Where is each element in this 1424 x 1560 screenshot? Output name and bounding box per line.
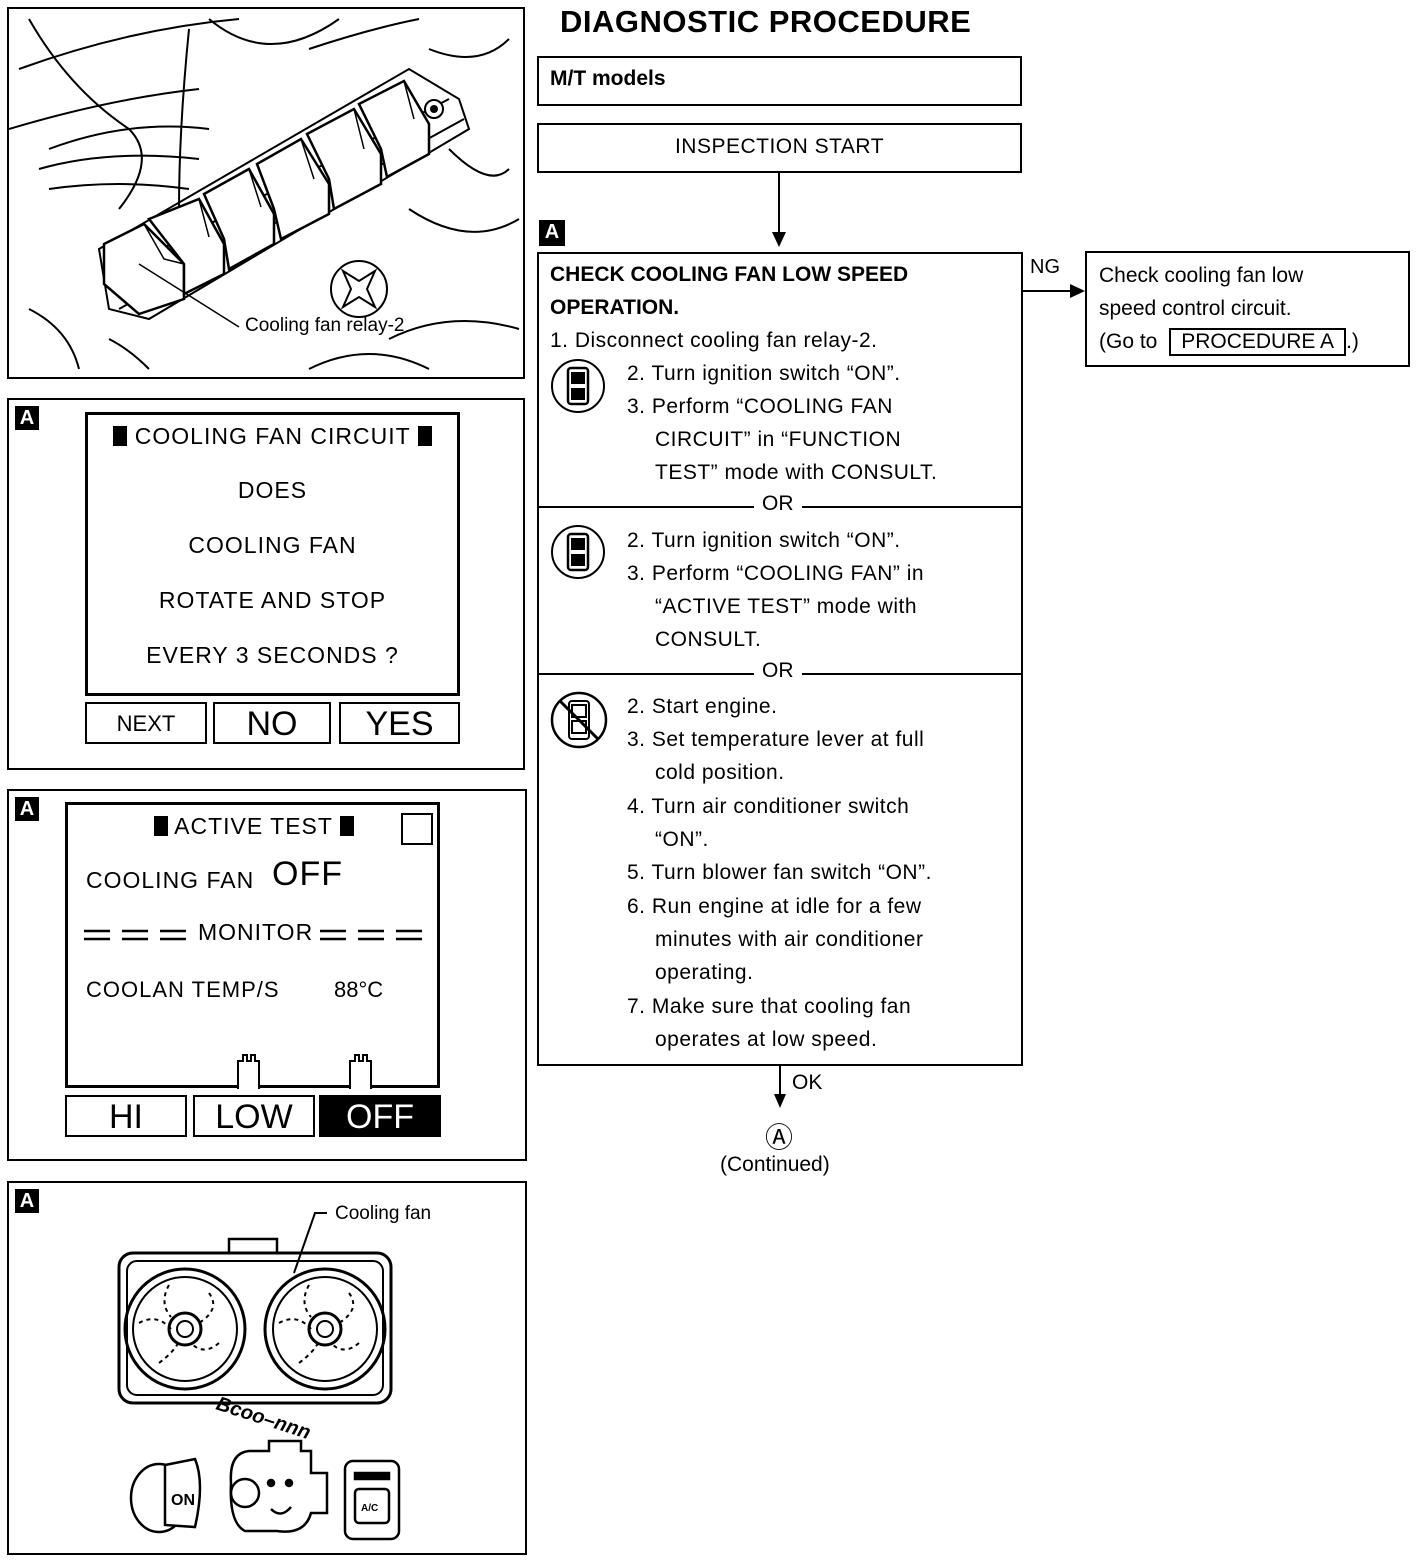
double-dash-icon xyxy=(320,929,422,941)
header-marker-icon xyxy=(113,426,128,446)
method3-step-4: 4. Turn air conditioner switch xyxy=(627,795,910,818)
header-marker-icon xyxy=(154,816,168,836)
off-button[interactable]: OFF xyxy=(319,1095,441,1137)
header-marker-icon xyxy=(339,816,354,836)
hand-pointer-icon xyxy=(237,1054,260,1089)
figure-tag: A xyxy=(15,406,39,430)
header-marker-icon xyxy=(417,426,432,446)
cooling-fan-figure: A Cooling fan Bcoo–nnn ON xyxy=(7,1181,527,1555)
monitor-label: MONITOR xyxy=(198,919,314,945)
method3-step-4-cont: “ON”. xyxy=(655,828,709,851)
ok-label: OK xyxy=(792,1071,823,1094)
section-tag: A xyxy=(539,220,565,246)
yes-button[interactable]: YES xyxy=(339,702,460,744)
ac-text: A/C xyxy=(361,1503,378,1514)
procedure-a-link[interactable]: PROCEDURE A xyxy=(1169,328,1347,356)
goto-line: (Go to PROCEDURE A.) xyxy=(1099,325,1359,358)
method1-step-2: 2. Turn ignition switch “ON”. xyxy=(627,362,901,385)
ng-label: NG xyxy=(1030,256,1060,278)
method3-step-3: 3. Set temperature lever at full xyxy=(627,728,925,751)
consult-screen: ACTIVE TEST COOLING FAN OFF MONITOR xyxy=(65,802,440,1089)
ng-arrow xyxy=(1022,284,1085,298)
figure-tag: A xyxy=(15,1189,39,1213)
goto-suffix: .) xyxy=(1346,330,1359,353)
model-box-label: M/T models xyxy=(550,67,666,90)
check-box: CHECK COOLING FAN LOW SPEED OPERATION. 1… xyxy=(537,252,1023,1066)
hand-pointer-icon xyxy=(349,1054,372,1089)
method3-step-6: 6. Run engine at idle for a few xyxy=(627,895,922,918)
ok-arrow xyxy=(774,1066,786,1108)
relay-box-illustration xyxy=(9,18,520,370)
relay-figure: Cooling fan relay-2 xyxy=(7,7,525,379)
next-button[interactable]: NEXT xyxy=(85,702,207,744)
model-box: M/T models xyxy=(537,56,1022,106)
ng-result-line: speed control circuit. xyxy=(1099,297,1292,320)
method1-step-3-cont: TEST” mode with CONSULT. xyxy=(655,461,938,484)
fan-label: COOLING FAN xyxy=(86,867,255,893)
fan-value: OFF xyxy=(272,855,343,893)
method3-step-7-cont: operates at low speed. xyxy=(655,1028,878,1051)
method2-step-3: 3. Perform “COOLING FAN” in xyxy=(627,562,925,585)
screen-header: COOLING FAN CIRCUIT xyxy=(88,423,457,450)
consult-screen: COOLING FAN CIRCUIT DOES COOLING FAN ROT… xyxy=(85,412,460,696)
screen-header-text: ACTIVE TEST xyxy=(174,813,333,839)
screen-line: COOLING FAN xyxy=(188,532,357,558)
or-label: OR xyxy=(754,492,802,516)
method3-step-3-cont: cold position. xyxy=(655,761,785,784)
flow-arrow xyxy=(772,172,786,247)
method3-step-7: 7. Make sure that cooling fan xyxy=(627,995,912,1018)
continue-marker: Ⓐ xyxy=(764,1122,793,1153)
screen-header-text: COOLING FAN CIRCUIT xyxy=(134,423,411,449)
hi-button[interactable]: HI xyxy=(65,1095,187,1137)
active-test-figure: A ACTIVE TEST COOLING FAN OFF MONITOR xyxy=(7,789,527,1161)
screen-line: ROTATE AND STOP xyxy=(158,587,387,613)
function-test-figure: A COOLING FAN CIRCUIT DOES COOLING FAN R… xyxy=(7,398,525,770)
ac-switch-icon xyxy=(343,1459,401,1541)
cooling-fan-illustration: Bcoo–nnn ON A/C xyxy=(117,1212,401,1541)
check-heading: CHECK COOLING FAN LOW SPEED OPERATION. xyxy=(550,258,908,324)
method1-step-3-cont: CIRCUIT” in “FUNCTION xyxy=(655,428,902,451)
no-consult-icon xyxy=(550,691,608,749)
continued-label: (Continued) xyxy=(720,1153,830,1176)
method1-step-3: 3. Perform “COOLING FAN xyxy=(627,395,893,418)
method3-step-6-cont: minutes with air conditioner xyxy=(655,928,924,951)
figure-tag: A xyxy=(15,797,39,821)
no-button[interactable]: NO xyxy=(213,702,331,744)
check-heading-line: CHECK COOLING FAN LOW SPEED xyxy=(550,263,909,286)
method2-step-3-cont: CONSULT. xyxy=(655,628,762,651)
fan-callout-label: Cooling fan xyxy=(335,1203,432,1224)
engine-icon xyxy=(229,1439,329,1533)
temp-label: COOLAN TEMP/S xyxy=(86,977,280,1002)
method2-step-3-cont: “ACTIVE TEST” mode with xyxy=(655,595,918,618)
method3-step-6-cont: operating. xyxy=(655,961,754,984)
consult-device-icon xyxy=(551,359,605,413)
method3-step-5: 5. Turn blower fan switch “ON”. xyxy=(627,861,932,884)
method3-step-2: 2. Start engine. xyxy=(627,695,778,718)
checkbox-icon[interactable] xyxy=(401,813,433,845)
temp-value: 88°C xyxy=(334,977,384,1002)
screen-line: DOES xyxy=(237,477,308,503)
page-title: DIAGNOSTIC PROCEDURE xyxy=(560,4,972,39)
screen-line: EVERY 3 SECONDS ? xyxy=(146,642,399,668)
inspection-start-label: INSPECTION START xyxy=(674,135,885,158)
double-dash-icon xyxy=(84,929,186,941)
screen-header: ACTIVE TEST xyxy=(154,813,354,840)
or-label: OR xyxy=(754,659,802,683)
inspection-start-box: INSPECTION START xyxy=(537,123,1022,173)
key-on-text: ON xyxy=(171,1492,195,1509)
ng-result-line: Check cooling fan low xyxy=(1099,264,1304,287)
method2-step-2: 2. Turn ignition switch “ON”. xyxy=(627,529,901,552)
step-1: 1. Disconnect cooling fan relay-2. xyxy=(550,329,878,352)
sound-effect-text: Bcoo–nnn xyxy=(213,1393,313,1444)
ng-result-box: Check cooling fan low speed control circ… xyxy=(1085,251,1410,367)
goto-prefix: (Go to xyxy=(1099,330,1158,353)
relay-callout-label: Cooling fan relay-2 xyxy=(245,315,405,336)
consult-device-icon xyxy=(551,525,605,579)
ignition-key-icon xyxy=(129,1457,202,1534)
low-button[interactable]: LOW xyxy=(193,1095,315,1137)
check-heading-line: OPERATION. xyxy=(550,296,680,319)
